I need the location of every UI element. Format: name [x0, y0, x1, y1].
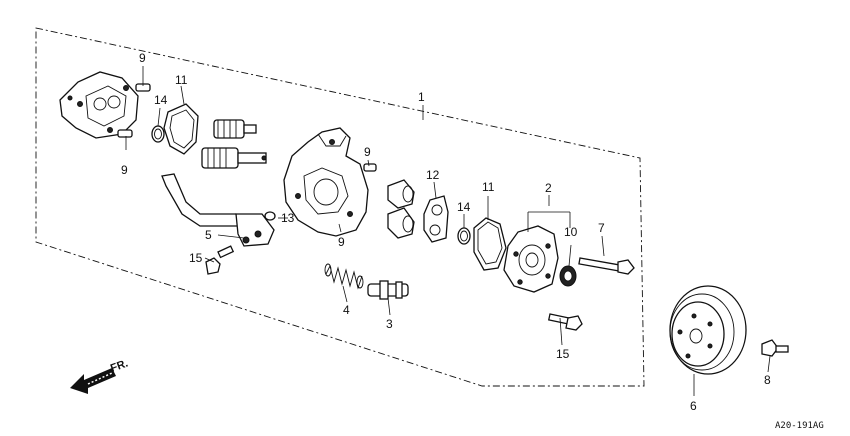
callout-7: 7 — [598, 221, 605, 235]
o-ring-small — [264, 211, 276, 221]
flow-control-spring — [324, 263, 364, 290]
callout-14-right: 14 — [457, 200, 471, 214]
callout-15-right: 15 — [556, 347, 570, 361]
oil-seal — [559, 265, 577, 287]
drive-gear-shaft — [201, 147, 267, 169]
assembly-boundary — [35, 27, 645, 387]
gasket-left — [163, 103, 199, 155]
gasket-right — [473, 217, 507, 271]
bolt-left — [205, 245, 235, 275]
pump-body — [283, 127, 369, 237]
callouts: 9 9 11 14 1 9 9 13 5 15 4 3 12 11 14 2 1… — [121, 51, 771, 413]
callout-13: 13 — [281, 211, 295, 225]
callout-1: 1 — [418, 90, 425, 104]
drawing-code: A20-191AG — [775, 421, 824, 431]
front-direction-arrow: FR. — [70, 357, 130, 394]
bushing-lower — [387, 207, 415, 239]
bolt-long — [578, 257, 635, 275]
callout-15-left: 15 — [189, 251, 203, 265]
flow-control-valve — [367, 280, 409, 300]
callout-3: 3 — [386, 317, 393, 331]
pulley — [669, 285, 747, 375]
front-label: FR. — [109, 357, 130, 374]
callout-8: 8 — [764, 373, 771, 387]
callout-9-bottom-left: 9 — [121, 163, 128, 177]
callout-9-top-left: 9 — [139, 51, 146, 65]
drive-gear-upper — [213, 119, 257, 139]
callout-11-left: 11 — [175, 73, 188, 87]
callout-9-body-lower: 9 — [338, 235, 345, 249]
outlet-pipe — [161, 173, 275, 247]
callout-6: 6 — [690, 399, 697, 413]
callout-5: 5 — [205, 228, 212, 242]
callout-4: 4 — [343, 303, 350, 317]
o-ring-right — [457, 227, 471, 245]
side-plate — [423, 195, 449, 243]
dowel-pin-body-upper — [363, 163, 377, 172]
pulley-bolt — [761, 339, 789, 357]
callout-11-right: 11 — [482, 180, 495, 194]
callout-9-body: 9 — [364, 145, 371, 159]
bolt-right — [547, 313, 583, 331]
pump-cover — [59, 71, 139, 139]
bushing-upper — [387, 179, 415, 209]
callout-12: 12 — [426, 168, 440, 182]
rear-housing — [503, 225, 559, 293]
o-ring-left — [151, 125, 165, 143]
callout-10: 10 — [564, 225, 578, 239]
callout-2: 2 — [545, 181, 552, 195]
callout-14-left: 14 — [154, 93, 168, 107]
dowel-pin-lower-left — [117, 129, 133, 138]
leader-lines — [125, 66, 771, 396]
